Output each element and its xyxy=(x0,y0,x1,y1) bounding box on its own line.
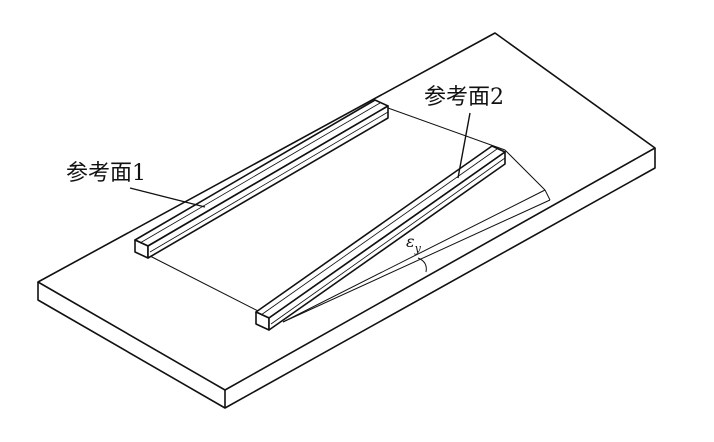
angle-arc xyxy=(417,257,427,273)
leader-line-1 xyxy=(129,187,206,208)
reference-bar-1 xyxy=(134,99,389,259)
angle-subscript: y xyxy=(414,242,422,255)
angle-label: εy xyxy=(406,232,422,255)
base-plate xyxy=(37,32,656,409)
leader-line-2 xyxy=(457,112,471,179)
label-reference-plane-2: 参考面2 xyxy=(424,85,504,110)
reference-lines xyxy=(149,107,551,323)
reference-bar-2 xyxy=(255,145,506,331)
angle-symbol: ε xyxy=(406,232,415,251)
label-reference-plane-1: 参考面1 xyxy=(66,161,146,186)
